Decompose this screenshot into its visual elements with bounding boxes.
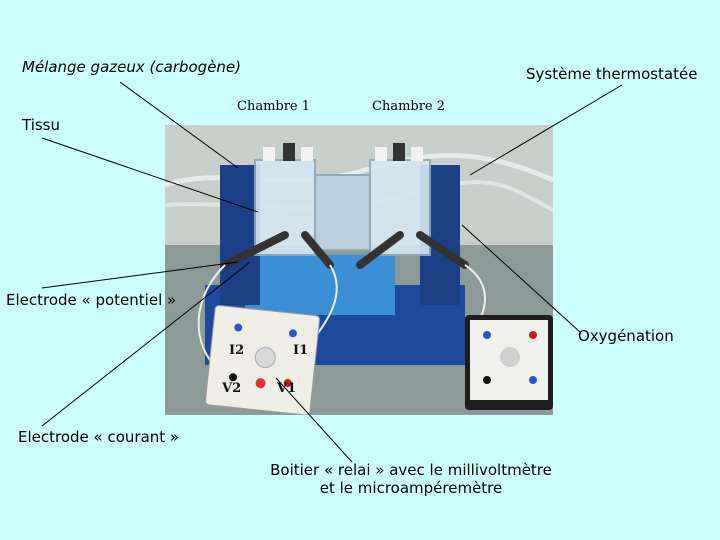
label-thermostat: Système thermostatée [526, 65, 698, 83]
label-chamber2: Chambre 2 [372, 99, 446, 114]
label-electrode-potential: Electrode « potentiel » [6, 291, 177, 309]
label-chamber1: Chambre 1 [237, 99, 311, 114]
terminal-i2-label: I2 [229, 343, 245, 358]
label-relay-box: Boitier « relai » avec le millivoltmètre… [270, 461, 552, 497]
terminal-v1-label: V1 [277, 381, 297, 396]
label-oxygenation: Oxygénation [578, 327, 674, 345]
label-gas-mixture: Mélange gazeux (carbogène) [22, 58, 242, 76]
label-relay-box-line1: Boitier « relai » avec le millivoltmètre [270, 461, 552, 479]
terminal-i1-label: I1 [293, 343, 309, 358]
terminal-v2-label: V2 [222, 381, 242, 396]
label-electrode-current: Electrode « courant » [18, 428, 180, 446]
apparatus-photo [165, 125, 553, 415]
label-relay-box-line2: et le microampéremètre [319, 479, 503, 497]
label-tissue: Tissu [22, 116, 61, 134]
